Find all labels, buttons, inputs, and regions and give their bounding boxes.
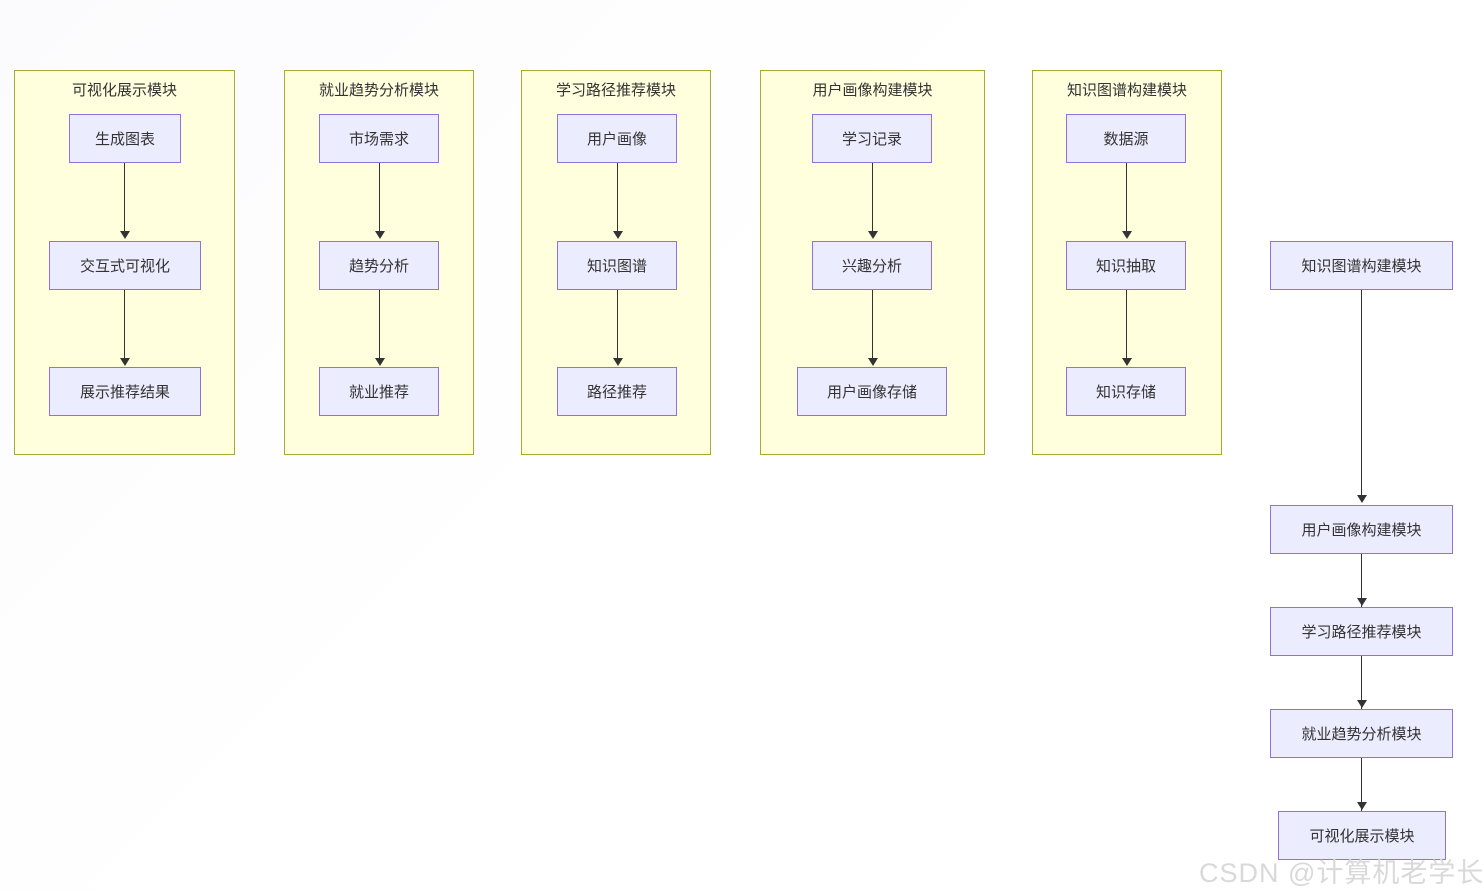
- node-path-recommendation[interactable]: 路径推荐: [557, 367, 677, 416]
- edge-connector: [872, 163, 873, 233]
- node-interactive-visualization[interactable]: 交互式可视化: [49, 241, 201, 290]
- main-node-knowledge-graph-module[interactable]: 知识图谱构建模块: [1270, 241, 1453, 290]
- node-generate-chart[interactable]: 生成图表: [69, 114, 181, 163]
- arrowhead-icon: [868, 231, 878, 239]
- arrowhead-icon: [1357, 700, 1367, 708]
- node-employment-recommendation[interactable]: 就业推荐: [319, 367, 439, 416]
- main-node-user-profile-module[interactable]: 用户画像构建模块: [1270, 505, 1453, 554]
- edge-connector: [1126, 163, 1127, 233]
- subgraph-title: 知识图谱构建模块: [1066, 82, 1187, 99]
- arrowhead-icon: [613, 231, 623, 239]
- edge-connector: [617, 290, 618, 360]
- subgraph-title: 用户画像构建模块: [812, 82, 933, 99]
- arrowhead-icon: [120, 231, 130, 239]
- edge-connector: [379, 163, 380, 233]
- edge-connector: [124, 290, 125, 360]
- arrowhead-icon: [1357, 598, 1367, 606]
- arrowhead-icon: [868, 358, 878, 366]
- subgraph-title: 学习路径推荐模块: [555, 82, 676, 99]
- arrowhead-icon: [613, 358, 623, 366]
- node-user-profile[interactable]: 用户画像: [557, 114, 677, 163]
- node-interest-analysis[interactable]: 兴趣分析: [812, 241, 932, 290]
- edge-connector: [1361, 656, 1362, 709]
- arrowhead-icon: [1357, 495, 1367, 503]
- edge-connector: [1361, 758, 1362, 811]
- edge-connector: [379, 290, 380, 360]
- node-show-recommendation[interactable]: 展示推荐结果: [49, 367, 201, 416]
- edge-connector: [1361, 290, 1362, 497]
- arrowhead-icon: [1122, 231, 1132, 239]
- arrowhead-icon: [375, 231, 385, 239]
- node-user-profile-storage[interactable]: 用户画像存储: [797, 367, 947, 416]
- node-learning-record[interactable]: 学习记录: [812, 114, 932, 163]
- node-knowledge-graph[interactable]: 知识图谱: [557, 241, 677, 290]
- main-node-learning-path-module[interactable]: 学习路径推荐模块: [1270, 607, 1453, 656]
- arrowhead-icon: [1122, 358, 1132, 366]
- edge-connector: [1361, 554, 1362, 607]
- subgraph-title: 可视化展示模块: [71, 82, 177, 99]
- subgraph-title: 就业趋势分析模块: [318, 82, 439, 99]
- main-node-employment-trend-module[interactable]: 就业趋势分析模块: [1270, 709, 1453, 758]
- node-knowledge-storage[interactable]: 知识存储: [1066, 367, 1186, 416]
- node-trend-analysis[interactable]: 趋势分析: [319, 241, 439, 290]
- node-data-source[interactable]: 数据源: [1066, 114, 1186, 163]
- node-knowledge-extraction[interactable]: 知识抽取: [1066, 241, 1186, 290]
- edge-connector: [872, 290, 873, 360]
- arrowhead-icon: [375, 358, 385, 366]
- main-node-visualization-module[interactable]: 可视化展示模块: [1278, 811, 1446, 860]
- edge-connector: [1126, 290, 1127, 360]
- arrowhead-icon: [120, 358, 130, 366]
- node-market-demand[interactable]: 市场需求: [319, 114, 439, 163]
- edge-connector: [617, 163, 618, 233]
- edge-connector: [124, 163, 125, 233]
- arrowhead-icon: [1357, 802, 1367, 810]
